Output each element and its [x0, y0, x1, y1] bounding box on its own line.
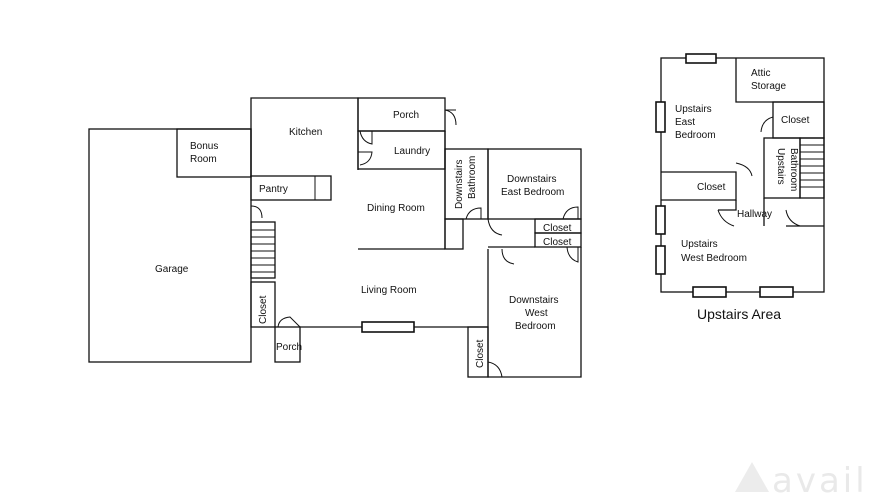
upstairs-closet-top-label: Closet [781, 115, 810, 126]
upstairs-closet-mid-label: Closet [697, 182, 726, 193]
bonus-room-label-2: Room [190, 154, 217, 165]
upstairs-bottom-window-1 [692, 286, 727, 298]
downstairs-west-bedroom-label-3: Bedroom [515, 321, 556, 332]
porch-bottom-wall [274, 326, 301, 363]
closet-left-label: Closet [258, 295, 269, 324]
porch-top-label: Porch [393, 110, 419, 121]
dining-room-label: Dining Room [367, 203, 425, 214]
garage-wall [88, 128, 252, 363]
pantry-door [250, 205, 263, 219]
downstairs-west-bedroom-label-2: West [525, 308, 548, 319]
kitchen-label: Kitchen [289, 127, 322, 138]
upstairs-area-title: Upstairs Area [697, 306, 781, 322]
laundry-label: Laundry [394, 146, 430, 157]
closet-2-label: Closet [543, 237, 572, 248]
closet-left-wall [250, 281, 276, 328]
closet-1-label: Closet [543, 223, 572, 234]
downstairs-west-bedroom-label-1: Downstairs [509, 295, 558, 306]
closet-bottom-label: Closet [475, 339, 486, 368]
attic-storage-label-2: Storage [751, 81, 786, 92]
bonus-room-wall [176, 128, 252, 178]
attic-storage-label-1: Attic [751, 68, 770, 79]
upstairs-east-bedroom-label-3: Bedroom [675, 130, 716, 141]
downstairs-west-bedroom-wall [487, 247, 582, 378]
upstairs-bathroom-label-1: Upstairs [775, 148, 786, 185]
stairs [250, 221, 276, 279]
watermark: avail [735, 461, 868, 500]
upstairs-west-window-1 [655, 205, 666, 235]
hallway-label: Hallway [737, 209, 772, 220]
downstairs-east-bedroom-label-2: East Bedroom [501, 187, 564, 198]
upstairs-bottom-window-2 [759, 286, 794, 298]
closet-2-wall [534, 232, 582, 248]
living-room-label: Living Room [361, 285, 417, 296]
pantry-wall [250, 175, 332, 201]
upstairs-east-window [655, 101, 666, 133]
garage-label: Garage [155, 264, 189, 275]
upstairs-west-bedroom-label-1: Upstairs [681, 239, 718, 250]
watermark-logo-icon [735, 462, 769, 492]
bonus-room-label-1: Bonus [190, 141, 218, 152]
porch-bottom-label: Porch [276, 342, 302, 353]
downstairs-bathroom-label-2: Bathroom [467, 156, 478, 199]
upstairs-east-bedroom-label-1: Upstairs [675, 104, 712, 115]
pantry-label: Pantry [259, 184, 288, 195]
living-room-window [361, 321, 415, 333]
upstairs-top-window [685, 53, 717, 64]
upstairs-bathroom-label-2: Bathroom [788, 148, 799, 191]
upstairs-west-bedroom-label-2: West Bedroom [681, 253, 747, 264]
upstairs-east-bedroom-label-2: East [675, 117, 695, 128]
downstairs-bathroom-label-1: Downstairs [454, 160, 465, 209]
upstairs-west-window-2 [655, 245, 666, 275]
watermark-text: avail [772, 461, 868, 500]
downstairs-east-bedroom-label-1: Downstairs [507, 174, 556, 185]
